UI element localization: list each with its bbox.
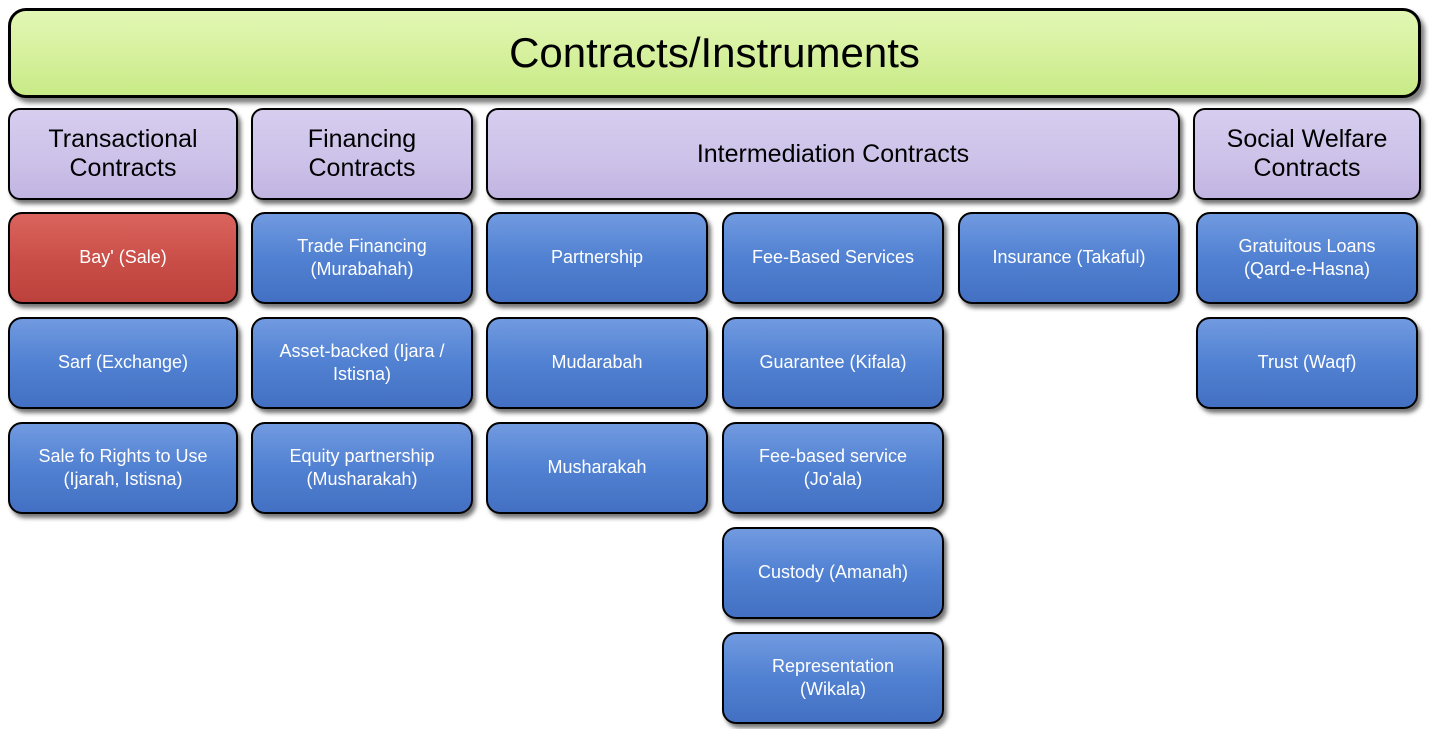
node-musharakah: Musharakah xyxy=(486,422,708,514)
group-transactional-contracts: Transactional Contracts Bay' (Sale) Sarf… xyxy=(8,108,238,514)
node-representation-wikala: Representation (Wikala) xyxy=(722,632,944,724)
node-fee-based-services: Fee-Based Services xyxy=(722,212,944,304)
node-equity-partnership-musharakah: Equity partnership (Musharakah) xyxy=(251,422,473,514)
group-financing-contracts: Financing Contracts Trade Financing (Mur… xyxy=(251,108,473,514)
group-social-welfare-contracts: Social Welfare Contracts Gratuitous Loan… xyxy=(1193,108,1421,409)
group-intermediation-contracts: Intermediation Contracts Partnership Mud… xyxy=(486,108,1180,724)
node-guarantee-kifala: Guarantee (Kifala) xyxy=(722,317,944,409)
node-sarf-exchange: Sarf (Exchange) xyxy=(8,317,238,409)
node-partnership: Partnership xyxy=(486,212,708,304)
column-insurance: Insurance (Takaful) xyxy=(958,212,1180,724)
column-social-welfare: Gratuitous Loans (Qard-e-Hasna) Trust (W… xyxy=(1196,212,1418,409)
column-transactional: Bay' (Sale) Sarf (Exchange) Sale fo Righ… xyxy=(8,212,238,514)
header-transactional-contracts: Transactional Contracts xyxy=(8,108,238,200)
column-financing: Trade Financing (Murabahah) Asset-backed… xyxy=(251,212,473,514)
column-fee-based-services: Fee-Based Services Guarantee (Kifala) Fe… xyxy=(722,212,944,724)
node-trust-waqf: Trust (Waqf) xyxy=(1196,317,1418,409)
column-partnership: Partnership Mudarabah Musharakah xyxy=(486,212,708,724)
header-financing-contracts: Financing Contracts xyxy=(251,108,473,200)
node-gratuitous-loans-qard-e-hasna: Gratuitous Loans (Qard-e-Hasna) xyxy=(1196,212,1418,304)
node-mudarabah: Mudarabah xyxy=(486,317,708,409)
node-insurance-takaful: Insurance (Takaful) xyxy=(958,212,1180,304)
node-asset-backed-ijara-istisna: Asset-backed (Ijara / Istisna) xyxy=(251,317,473,409)
node-bay-sale: Bay' (Sale) xyxy=(8,212,238,304)
node-trade-financing-murabahah: Trade Financing (Murabahah) xyxy=(251,212,473,304)
node-fee-based-service-joala: Fee-based service (Jo'ala) xyxy=(722,422,944,514)
node-sale-rights-to-use: Sale fo Rights to Use (Ijarah, Istisna) xyxy=(8,422,238,514)
diagram-title: Contracts/Instruments xyxy=(8,8,1421,98)
header-social-welfare-contracts: Social Welfare Contracts xyxy=(1193,108,1421,200)
header-intermediation-contracts: Intermediation Contracts xyxy=(486,108,1180,200)
groups-row: Transactional Contracts Bay' (Sale) Sarf… xyxy=(8,108,1421,724)
node-custody-amanah: Custody (Amanah) xyxy=(722,527,944,619)
